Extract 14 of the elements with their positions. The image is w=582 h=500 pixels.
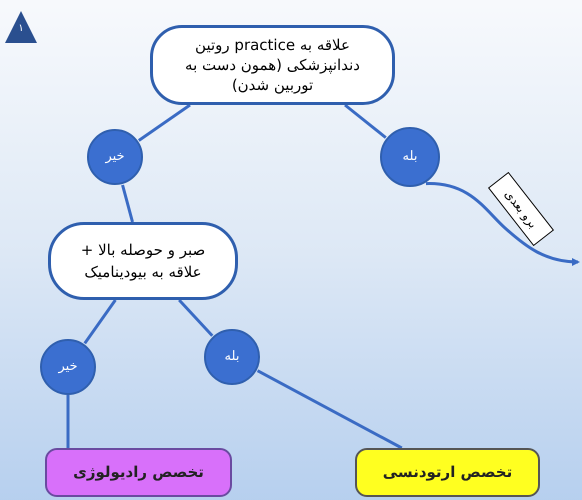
result-box: تخصص ارتودنسی	[355, 448, 540, 497]
question-box: علاقه به practice روتین دندانپزشکی (همون دست به توربین شدن)	[150, 25, 395, 105]
connector-line	[344, 104, 387, 139]
connector-line	[121, 184, 134, 222]
edge-label: برو بعدی	[488, 172, 554, 246]
result-box: تخصص رادیولوژی	[45, 448, 232, 497]
question-box: صبر و حوصله بالا + علاقه به بیودینامیک	[48, 222, 238, 300]
connector-line	[66, 395, 70, 448]
page-number: ۱	[17, 22, 25, 36]
arrow	[426, 182, 580, 266]
connector-line	[178, 298, 214, 337]
connector-line	[138, 104, 191, 142]
connector-line	[256, 369, 402, 450]
connector-line	[84, 299, 117, 344]
